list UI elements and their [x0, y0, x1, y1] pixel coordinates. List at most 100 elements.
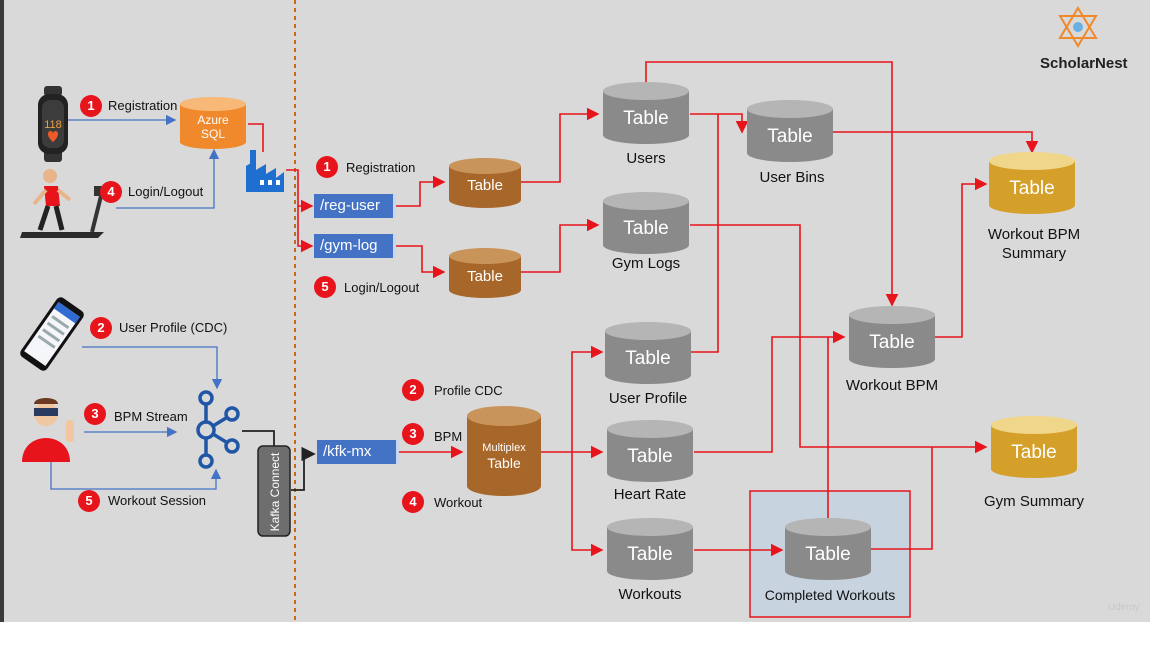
kafka-icon: [196, 390, 240, 469]
treadmill-runner-icon: [20, 169, 110, 238]
arrow-heartrate-to-workoutbpm: [694, 330, 846, 453]
badge-ingest-registration: 1: [316, 156, 338, 178]
arrow-profile-to-kafka: [82, 346, 223, 390]
arrow-gymlogs-to-gymsummary: [690, 224, 988, 454]
bronze-gym-label: Table: [467, 268, 503, 285]
workouts-table: Table: [606, 518, 694, 582]
connector-layer: 118: [20, 0, 1098, 622]
kafka-connect-box: Kafka Connect: [257, 445, 291, 537]
endpoint-reg-user: /reg-user: [314, 194, 396, 218]
gym-logs-caption: Gym Logs: [611, 255, 681, 272]
arrow-multiplex-to-workouts: [571, 452, 604, 557]
badge-workout-session: 5: [78, 490, 100, 512]
bronze-registration-label: Table: [467, 177, 503, 194]
arrow-users-to-userbins: [690, 113, 749, 134]
bronze-gym-table: Table: [448, 248, 522, 300]
azure-sql-database-icon: Azure SQL: [180, 97, 246, 149]
user-profile-table-label: Table: [625, 348, 670, 369]
badge-workout: 4: [402, 491, 424, 513]
svg-text:118: 118: [44, 119, 62, 131]
workouts-caption: Workouts: [618, 586, 682, 603]
completed-workouts-table: Table: [784, 518, 872, 582]
label-bpm-stream: BPM Stream: [114, 409, 188, 424]
svg-text:SQL: SQL: [201, 127, 225, 141]
gym-summary-table-label: Table: [1011, 442, 1056, 463]
user-bins-caption: User Bins: [759, 169, 825, 186]
completed-workouts-caption: Completed Workouts: [764, 587, 896, 603]
scholarnest-logo-icon: [1058, 6, 1098, 48]
arrow-gym-to-bronze: [396, 245, 446, 279]
badge-user-profile: 2: [90, 317, 112, 339]
badge-profile-cdc: 2: [402, 379, 424, 401]
user-bins-table-label: Table: [767, 126, 812, 147]
svg-text:Kafka Connect: Kafka Connect: [268, 452, 282, 531]
label-workout: Workout: [434, 495, 483, 510]
arrow-bronze-to-users: [520, 107, 600, 183]
workout-bpm-summary-caption-line1: Workout BPM: [987, 226, 1081, 243]
endpoint-gym-log: /gym-log: [314, 234, 396, 258]
arrow-users-to-workoutbpm: [645, 61, 899, 307]
arrow-sql-to-factory: [248, 123, 264, 152]
label-user-profile: User Profile (CDC): [119, 320, 228, 335]
svg-text:Azure: Azure: [197, 113, 229, 127]
arrow-factory-to-gym: [297, 206, 314, 253]
label-ingest-login: Login/Logout: [344, 280, 420, 295]
gym-logs-table-label: Table: [623, 218, 668, 239]
workout-bpm-summary-table-label: Table: [1009, 178, 1054, 199]
smartwatch-icon: 118: [38, 86, 68, 162]
badge-bpm: 3: [402, 423, 424, 445]
workout-bpm-caption: Workout BPM: [845, 377, 939, 394]
badge-bpm-stream: 3: [84, 403, 106, 425]
workout-bpm-table: Table: [848, 306, 936, 370]
watermark: Udemy: [1108, 602, 1140, 613]
arrow-multiplex-to-userprofile: [571, 345, 604, 452]
gym-summary-caption: Gym Summary: [983, 493, 1085, 510]
wire-kafka-to-connect: [242, 430, 275, 450]
heart-rate-caption: Heart Rate: [613, 486, 687, 503]
arrow-factory-to-reg: [286, 169, 314, 213]
users-table-label: Table: [623, 108, 668, 129]
label-workout-session: Workout Session: [108, 493, 207, 508]
badge-registration: 1: [80, 95, 102, 117]
brand-name: ScholarNest: [1040, 55, 1128, 72]
label-ingest-registration: Registration: [346, 160, 416, 175]
workouts-table-label: Table: [627, 544, 672, 565]
completed-workouts-table-label: Table: [805, 544, 850, 565]
wire-connect-to-kfkmx: [291, 446, 316, 491]
athlete-avatar-icon: [22, 398, 74, 462]
badge-login: 4: [100, 181, 122, 203]
data-factory-icon: [246, 150, 284, 192]
badge-ingest-login: 5: [314, 276, 336, 298]
arrow-profile-to-userbins: [690, 114, 719, 353]
heart-rate-table: Table: [606, 420, 694, 484]
gym-logs-table: Table: [602, 192, 690, 256]
workout-bpm-summary-table: Table: [988, 152, 1076, 216]
arrow-bronze-to-gymlogs: [520, 218, 600, 273]
workout-bpm-table-label: Table: [869, 332, 914, 353]
label-profile-cdc: Profile CDC: [434, 383, 503, 398]
bronze-registration-table: Table: [448, 158, 522, 210]
user-profile-caption: User Profile: [608, 390, 688, 407]
users-caption: Users: [626, 150, 666, 167]
arrow-workoutbpm-to-summary: [934, 177, 988, 338]
user-profile-table: Table: [604, 322, 692, 386]
user-bins-table: Table: [746, 100, 834, 164]
diagram-canvas: 118: [4, 0, 1150, 622]
label-registration: Registration: [108, 98, 178, 113]
arrow-userbins-to-summary: [830, 131, 1039, 154]
users-table: Table: [602, 82, 690, 146]
workout-bpm-summary-caption-line2: Summary: [1001, 245, 1067, 262]
smartphone-icon: [20, 297, 84, 371]
arrow-login-to-sql: [116, 148, 220, 209]
label-login: Login/Logout: [128, 184, 204, 199]
multiplex-label-line1: Multiplex: [482, 442, 526, 454]
heart-rate-table-label: Table: [627, 446, 672, 467]
multiplex-label-line2: Table: [487, 455, 521, 471]
arrow-workout-to-kafka: [50, 460, 222, 490]
arrow-completed-to-gymsummary: [870, 447, 933, 550]
arrow-reg-to-bronze: [396, 175, 446, 207]
left-edge-bar: [0, 0, 4, 622]
endpoint-kfk-mx: /kfk-mx: [317, 440, 399, 464]
